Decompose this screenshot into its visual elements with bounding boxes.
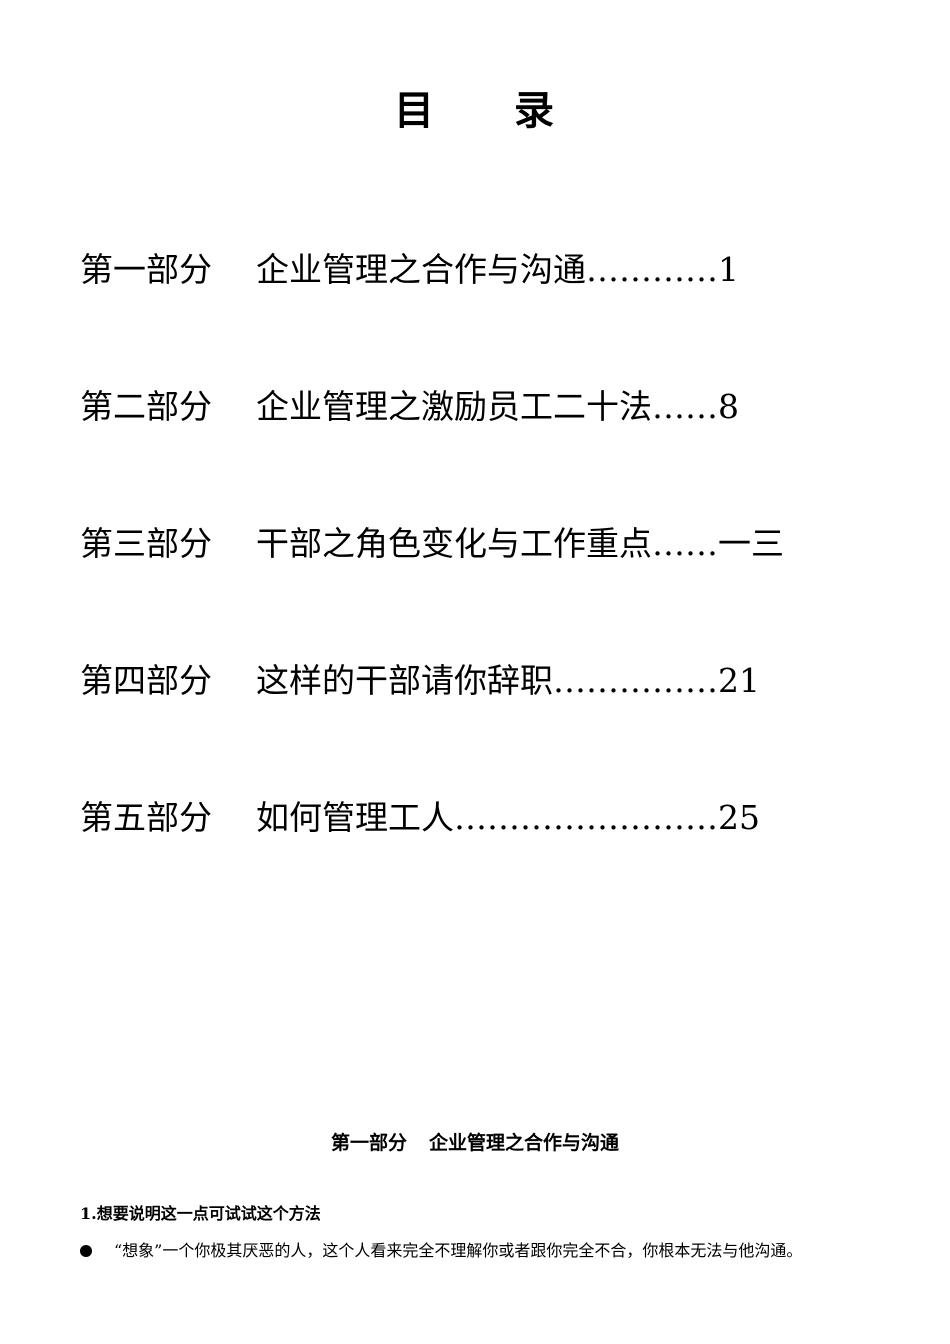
bullet-text: “想象”一个你极其厌恶的人，这个人看来完全不理解你或者跟你完全不合，你根本无法与… (114, 1241, 803, 1260)
toc-entry-part: 第五部分 (80, 798, 212, 837)
toc-entry-part: 第一部分 (80, 250, 212, 289)
section-heading: 第一部分企业管理之合作与沟通 (0, 1128, 950, 1155)
toc-entry: 第一部分 企业管理之合作与沟通…………1 (80, 250, 739, 290)
toc-entry-part: 第二部分 (80, 387, 212, 426)
section-title: 企业管理之合作与沟通 (429, 1132, 620, 1154)
toc-title-char-1: 目 (394, 87, 436, 134)
bullet-dot-icon (80, 1245, 92, 1257)
toc-entry-part: 第三部分 (80, 524, 212, 563)
toc-entry-title: 企业管理之合作与沟通…………1 (256, 250, 739, 289)
toc-title: 目录 (0, 78, 950, 136)
toc-entry-part: 第四部分 (80, 661, 212, 700)
sub-heading: 1.想要说明这一点可试试这个方法 (80, 1204, 321, 1223)
toc-entry-title: 这样的干部请你辞职……………21 (256, 661, 760, 700)
toc-entry: 第三部分 干部之角色变化与工作重点……一三 (80, 524, 784, 564)
toc-entry: 第五部分 如何管理工人……………………25 (80, 798, 760, 838)
toc-entry: 第四部分 这样的干部请你辞职……………21 (80, 661, 760, 701)
toc-entry-title: 如何管理工人……………………25 (256, 798, 760, 837)
toc-entry-title: 干部之角色变化与工作重点……一三 (256, 524, 784, 563)
bullet-item: “想象”一个你极其厌恶的人，这个人看来完全不理解你或者跟你完全不合，你根本无法与… (80, 1234, 880, 1268)
section-part: 第一部分 (330, 1132, 407, 1154)
toc-entry-title: 企业管理之激励员工二十法……8 (256, 387, 739, 426)
toc-title-char-2: 录 (514, 87, 556, 134)
toc-entry: 第二部分 企业管理之激励员工二十法……8 (80, 387, 739, 427)
